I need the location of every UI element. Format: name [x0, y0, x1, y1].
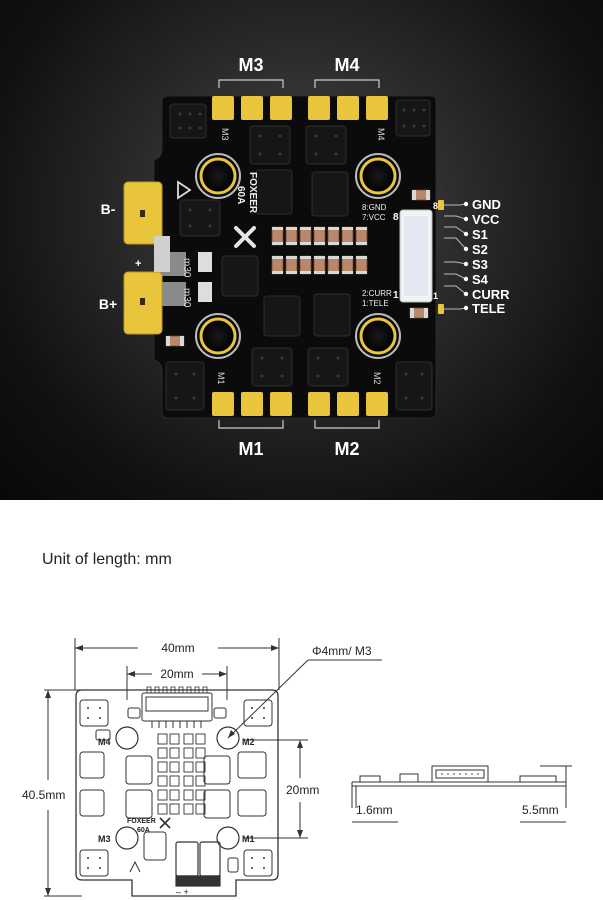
bracket-m2-bottom: [314, 420, 380, 429]
dim-label-5-5mm: 5.5mm: [522, 803, 559, 817]
pin-note-tele: 1:TELE: [362, 299, 389, 308]
drawing-label-m4: M4: [98, 737, 111, 747]
drawing-x-logo: [159, 817, 171, 829]
pin-note-curr: 2:CURR: [362, 289, 392, 298]
drawing-label-m1: M1: [242, 834, 255, 844]
unit-caption: Unit of length: mm: [42, 551, 172, 568]
silk-m4: M4: [376, 128, 386, 141]
label-m1-bottom: M1: [238, 439, 263, 459]
drawing-connector-pins: [151, 721, 202, 728]
signal-connector: [399, 209, 433, 303]
label-m3-top: M3: [238, 55, 263, 75]
board-outline: [75, 689, 279, 897]
label-b-minus: B-: [101, 201, 116, 217]
bracket-m3-top: [218, 79, 284, 88]
signal-label-s3: S3: [472, 257, 488, 272]
silk-m2: M2: [372, 372, 382, 385]
drawing-label-m3: M3: [98, 834, 111, 844]
signal-label-s2: S2: [472, 242, 488, 257]
label-b-plus: B+: [99, 296, 117, 312]
drawing-polarity: – +: [176, 887, 189, 897]
pin-note-vcc: 7:VCC: [362, 213, 386, 222]
dimension-drawing: 40mm 20mm Φ4mm/ M3 40.5mm 20mm: [0, 600, 603, 900]
mosfet-chips: [165, 99, 433, 411]
dim-label-1-6mm: 1.6mm: [356, 803, 393, 817]
capacitor-array: [271, 226, 368, 275]
signal-leader-lines: [444, 203, 467, 310]
side-view-dots: [441, 773, 479, 775]
hole-leader: [227, 659, 309, 739]
arrow-mark-icon: [177, 180, 192, 200]
shunt-label-bottom: m30: [181, 288, 192, 308]
label-m4-top: M4: [334, 55, 359, 75]
pin-pads: [438, 200, 444, 314]
drawing-mounting-holes: [115, 726, 240, 850]
drawing-capacitors: [157, 733, 206, 815]
mounting-holes: [195, 153, 401, 359]
drawing-connector-teeth: [146, 686, 208, 694]
dim-label-40mm: 40mm: [161, 641, 194, 655]
dimension-svg: 40mm 20mm Φ4mm/ M3 40.5mm 20mm: [22, 638, 572, 897]
pin-small-8: 8: [433, 201, 438, 211]
drawing-label-rating: 60A: [137, 827, 150, 834]
drawing-label-brand: FOXEER: [127, 818, 156, 825]
drawing-arrow-icon: [129, 860, 141, 873]
plus-mark: +: [135, 258, 141, 270]
signal-label-tele: TELE: [472, 301, 506, 316]
battery-pads: [123, 181, 170, 335]
pin-note-gnd: 8:GND: [362, 203, 387, 212]
motor-pads-bottom: [212, 392, 388, 416]
bracket-m4-top: [314, 79, 380, 88]
silk-brand: FOXEER: [247, 172, 258, 214]
signal-label-gnd: GND: [472, 197, 501, 212]
signal-label-curr: CURR: [472, 287, 510, 302]
signal-label-s4: S4: [472, 272, 489, 287]
label-m2-bottom: M2: [334, 439, 359, 459]
drawing-battery-pads: [175, 841, 221, 887]
signal-label-vcc: VCC: [472, 212, 500, 227]
bracket-m1-bottom: [218, 420, 284, 429]
drawing-chip-dots: [87, 707, 265, 869]
silk-rating: 60A: [235, 186, 246, 204]
silk-m3: M3: [220, 128, 230, 141]
dim-label-hole: Φ4mm/ M3: [312, 644, 372, 658]
dim-label-20mm-side: 20mm: [286, 783, 319, 797]
foxeer-x-logo: [234, 226, 256, 248]
signal-leader-dots: [463, 201, 469, 311]
drawing-connector: [141, 692, 213, 722]
motor-pads-top: [212, 96, 388, 120]
silk-m1: M1: [216, 372, 226, 385]
pin-small-1: 1: [433, 291, 438, 301]
product-photo: M3 M4: [0, 0, 603, 500]
drawing-label-m2: M2: [242, 737, 255, 747]
dim-label-40-5mm: 40.5mm: [22, 788, 65, 802]
dim-label-20mm-top: 20mm: [160, 667, 193, 681]
pin-number-8: 8: [393, 212, 399, 223]
side-view: [351, 765, 572, 808]
dimension-arrows: [45, 645, 303, 896]
signal-label-s1: S1: [472, 227, 488, 242]
esc-board-render: M3 M4: [99, 55, 510, 459]
shunt-label-top: m30: [181, 258, 192, 278]
small-components: [165, 189, 431, 347]
pin-number-1: 1: [393, 290, 399, 301]
